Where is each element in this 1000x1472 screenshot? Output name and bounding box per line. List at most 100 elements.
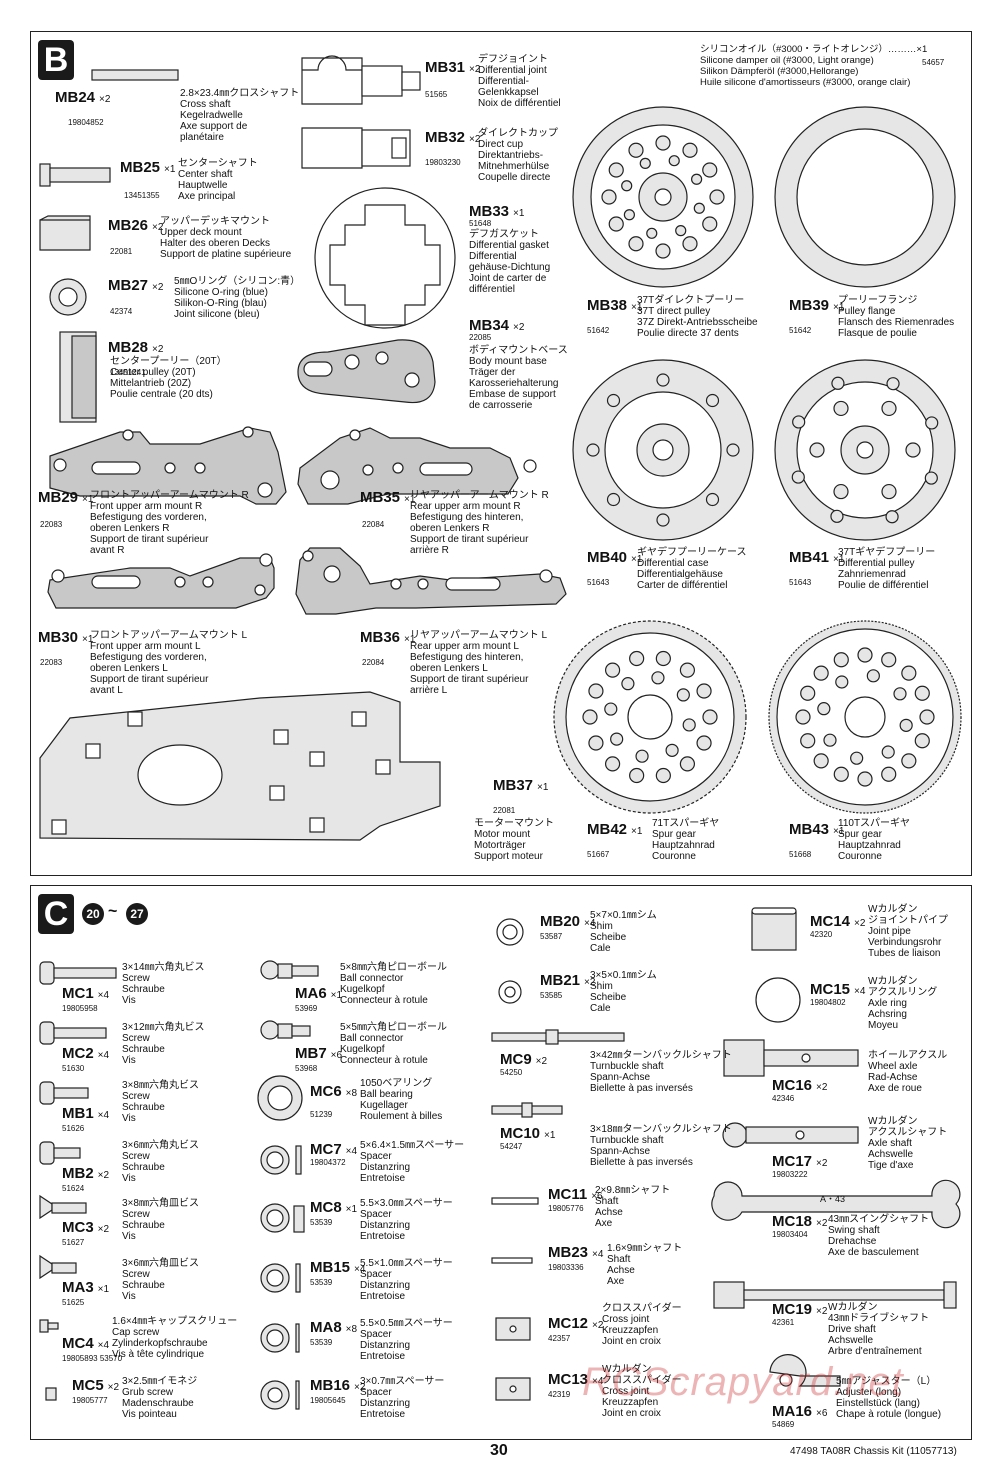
- gear-hole: [696, 683, 712, 699]
- part-quantity: ×4: [97, 1050, 110, 1061]
- part-code-text: MC16: [772, 1077, 813, 1094]
- part-quantity: ×2: [513, 322, 525, 333]
- description-line: Connecteur à rotule: [340, 995, 428, 1006]
- gear-hole: [601, 189, 617, 205]
- part-code-ma16: MA16×6: [772, 1404, 827, 1421]
- part-code-text: MB36: [360, 629, 401, 646]
- part-code-mb15: MB15×4: [310, 1260, 365, 1277]
- gear-hole: [655, 243, 671, 259]
- part-quantity: ×2: [354, 1382, 366, 1393]
- description-line: Achse: [595, 1207, 623, 1218]
- gear-hole: [656, 373, 670, 387]
- gear-hole: [656, 513, 670, 527]
- description-line: 5㎜Oリング（シリコン:青）: [174, 276, 301, 287]
- description-line: Front upper arm mount R: [90, 501, 203, 512]
- description-line: 71Tスパーギヤ: [652, 818, 720, 829]
- gear-hole: [668, 155, 680, 167]
- description-line: Biellette à pas inversés: [590, 1157, 693, 1168]
- part-code-ma3: MA3×1: [62, 1280, 109, 1297]
- description-line: Turnbuckle shaft: [590, 1061, 664, 1072]
- description-line: 5.5×1.0㎜スペーサー: [360, 1258, 453, 1269]
- description-line: 3×0.7㎜スペーサー: [360, 1376, 445, 1387]
- description-line: Spacer: [360, 1387, 392, 1398]
- gear-hole: [833, 652, 849, 668]
- gear-hole: [586, 443, 600, 457]
- description-line: 1050ベアリング: [360, 1078, 433, 1089]
- part-number-mc12: 42357: [548, 1334, 571, 1343]
- gear-hole: [901, 753, 917, 769]
- description-line: Achswelle: [828, 1335, 874, 1346]
- part-number-mc19: 42361: [772, 1318, 795, 1327]
- gear-hole: [702, 162, 718, 178]
- description-line: 3×2.5㎜イモネジ: [122, 1376, 198, 1387]
- description-line: 5×7×0.1㎜シム: [590, 910, 657, 921]
- description-line: Halter des oberen Decks: [160, 238, 271, 249]
- part-code-mb35: MB35×1: [360, 490, 415, 507]
- description-line: Achswelle: [868, 1149, 914, 1160]
- part-number-mb42: 51667: [587, 850, 610, 859]
- part-code-mb7: MB7×6: [295, 1046, 342, 1063]
- part-number-mb26: 22081: [110, 247, 133, 256]
- part-number-mc18: 19803404: [772, 1230, 808, 1239]
- description-line: Swing shaft: [828, 1225, 880, 1236]
- part-code-mb27: MB27×2: [108, 278, 163, 295]
- description-line: アクスルリング: [868, 987, 938, 998]
- part-code-text: MB24: [55, 89, 96, 106]
- description-line: リヤアッパーアームマウント R: [410, 490, 549, 501]
- description-line: Screw: [122, 1033, 150, 1044]
- description-line: Wカルダン: [828, 1302, 878, 1313]
- description-line: Drehachse: [828, 1236, 877, 1247]
- part-number-mb43: 51668: [789, 850, 812, 859]
- part-description-ma16: 5㎜アジャスター（L）Adjuster (long)Einstellstück …: [836, 1376, 941, 1420]
- description-line: gehäuse-Dichtung: [469, 262, 551, 273]
- description-line: Motor mount: [474, 829, 531, 840]
- part-number-mc1: 19805958: [62, 1004, 98, 1013]
- gear-hole: [604, 702, 618, 716]
- part-number-mc8: 53539: [310, 1218, 333, 1227]
- description-line: Cap screw: [112, 1327, 160, 1338]
- description-line: Shim: [590, 921, 613, 932]
- description-line: ボディマウントベース: [469, 345, 568, 356]
- description-line: Rad-Achse: [868, 1072, 918, 1083]
- part-number-mb2: 51624: [62, 1184, 85, 1193]
- description-line: Vis: [122, 1231, 136, 1242]
- gear-hole: [809, 442, 825, 458]
- part-number-mb1: 51626: [62, 1124, 85, 1133]
- gear-hole: [914, 733, 930, 749]
- part-number-mb21: 53585: [540, 991, 563, 1000]
- description-line: アクスルシャフト: [868, 1127, 948, 1138]
- part-quantity: ×6: [816, 1408, 828, 1419]
- gear-hole: [604, 662, 621, 678]
- gear-hole: [850, 751, 864, 765]
- part-code-mb37: MB37×1: [493, 778, 548, 795]
- part-quantity: ×4: [854, 986, 866, 997]
- part-code-text: MB26: [108, 217, 149, 234]
- description-line: 3×8㎜六角丸ビス: [122, 1080, 199, 1091]
- part-code-text: MB34: [469, 317, 510, 334]
- oil-line-fr: Huile silicone d'amortisseurs (#3000, or…: [700, 77, 911, 88]
- part-code-text: MB7: [295, 1045, 327, 1062]
- description-line: 3×6㎜六角皿ビス: [122, 1258, 199, 1269]
- description-line: リヤアッパーアームマウント L: [410, 630, 548, 641]
- part-code-text: MB38: [587, 297, 628, 314]
- gear-hole: [833, 483, 849, 500]
- description-line: Joint silicone (bleu): [174, 309, 260, 320]
- description-line: Cale: [590, 1003, 611, 1014]
- description-line: Flansch des Riemenrades: [838, 317, 955, 328]
- description-line: Cross joint: [602, 1314, 650, 1325]
- part-code-text: MC17: [772, 1153, 813, 1170]
